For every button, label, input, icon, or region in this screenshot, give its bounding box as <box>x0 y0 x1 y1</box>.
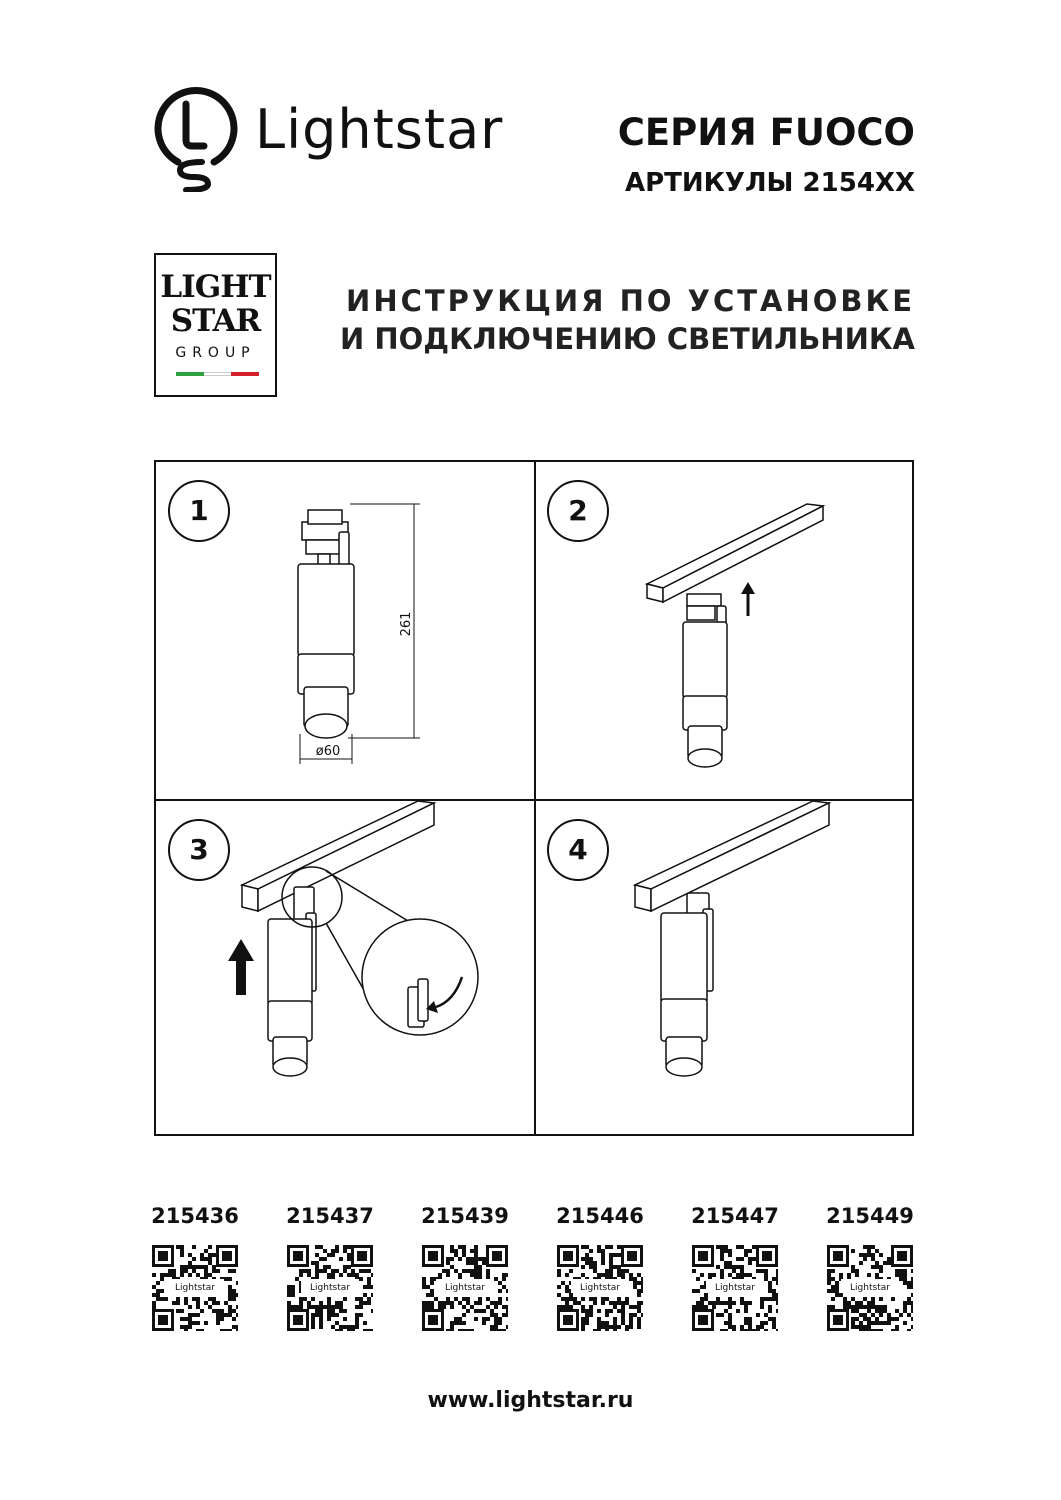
qr-code-icon[interactable]: Lightstar <box>287 1245 373 1331</box>
qr-code-icon[interactable]: Lightstar <box>827 1245 913 1331</box>
group-logo-line3: GROUP <box>175 345 256 361</box>
series-title: СЕРИЯ FUOCO <box>617 111 915 154</box>
qr-caption: Lightstar <box>445 1283 485 1293</box>
lens <box>304 713 348 739</box>
body-upper <box>267 918 313 1006</box>
step-panel-1: 1 261 ø60 <box>156 462 534 799</box>
instruction-grid: 1 261 ø60 <box>154 460 914 1136</box>
track-top <box>239 801 437 890</box>
qr-caption: Lightstar <box>310 1283 350 1293</box>
italian-flag-stripe <box>176 372 260 376</box>
body-upper <box>660 912 708 1004</box>
qr-code-icon[interactable]: Lightstar <box>152 1245 238 1331</box>
track-rotate-drawing <box>228 801 534 1077</box>
grid-divider-vertical <box>534 462 536 1134</box>
step-number-3: 3 <box>168 819 230 881</box>
instruction-line2: И ПОДКЛЮЧЕНИЮ СВЕТИЛЬНИКА <box>339 322 915 356</box>
qr-caption: Lightstar <box>580 1283 620 1293</box>
brand-name: Lightstar <box>255 98 504 161</box>
articles-title: АРТИКУЛЫ 2154XX <box>624 168 915 198</box>
group-logo-line1: LIGHT <box>160 269 271 305</box>
rotate-arrow-icon <box>435 976 464 1009</box>
track-attach-drawing <box>644 503 826 768</box>
track-end <box>646 583 664 603</box>
step-panel-2: 2 <box>535 462 913 799</box>
instruction-title: ИНСТРУКЦИЯ ПО УСТАНОВКЕ И ПОДКЛЮЧЕНИЮ СВ… <box>340 282 915 358</box>
step-number-4: 4 <box>547 819 609 881</box>
qr-caption: Lightstar <box>715 1283 755 1293</box>
qr-caption: Lightstar <box>175 1283 215 1293</box>
qr-article-label: 215439 <box>421 1204 509 1228</box>
installed-luminaire-drawing <box>632 801 832 1077</box>
qr-code-icon[interactable]: Lightstar <box>422 1245 508 1331</box>
dimension-diameter: ø60 <box>316 744 341 759</box>
detail-magnifier <box>361 918 479 1036</box>
track-top <box>632 801 832 890</box>
step-number-1: 1 <box>168 480 230 542</box>
qr-article-label: 215446 <box>556 1204 644 1228</box>
qr-article-label: 215447 <box>691 1204 779 1228</box>
arrow-up-icon <box>741 582 755 616</box>
adapter-head <box>307 509 343 525</box>
group-logo-line2: STAR <box>170 303 262 339</box>
qr-caption: Lightstar <box>850 1283 890 1293</box>
detail-marker <box>281 866 343 928</box>
arrow-up-icon <box>228 939 254 995</box>
website-link[interactable]: www.lightstar.ru <box>427 1388 634 1413</box>
adapter-top <box>686 593 722 607</box>
luminaire-dimension-drawing: 261 ø60 <box>297 503 420 764</box>
body-upper <box>297 563 355 657</box>
qr-code-icon[interactable]: Lightstar <box>692 1245 778 1331</box>
lightstar-logo-icon <box>154 87 238 192</box>
step-panel-4: 4 <box>535 801 913 1138</box>
body-lower <box>682 695 728 731</box>
instruction-line1: ИНСТРУКЦИЯ ПО УСТАНОВКЕ <box>346 284 915 318</box>
qr-article-label: 215436 <box>151 1204 239 1228</box>
dimension-height: 261 <box>399 612 414 637</box>
qr-code-icon[interactable]: Lightstar <box>557 1245 643 1331</box>
qr-article-label: 215449 <box>826 1204 914 1228</box>
body-upper <box>682 621 728 699</box>
qr-article-label: 215437 <box>286 1204 374 1228</box>
step-panel-3: 3 <box>156 801 534 1138</box>
track-top <box>644 503 826 589</box>
step-number-2: 2 <box>547 480 609 542</box>
lightstar-group-logo: LIGHT STAR GROUP <box>154 253 277 397</box>
